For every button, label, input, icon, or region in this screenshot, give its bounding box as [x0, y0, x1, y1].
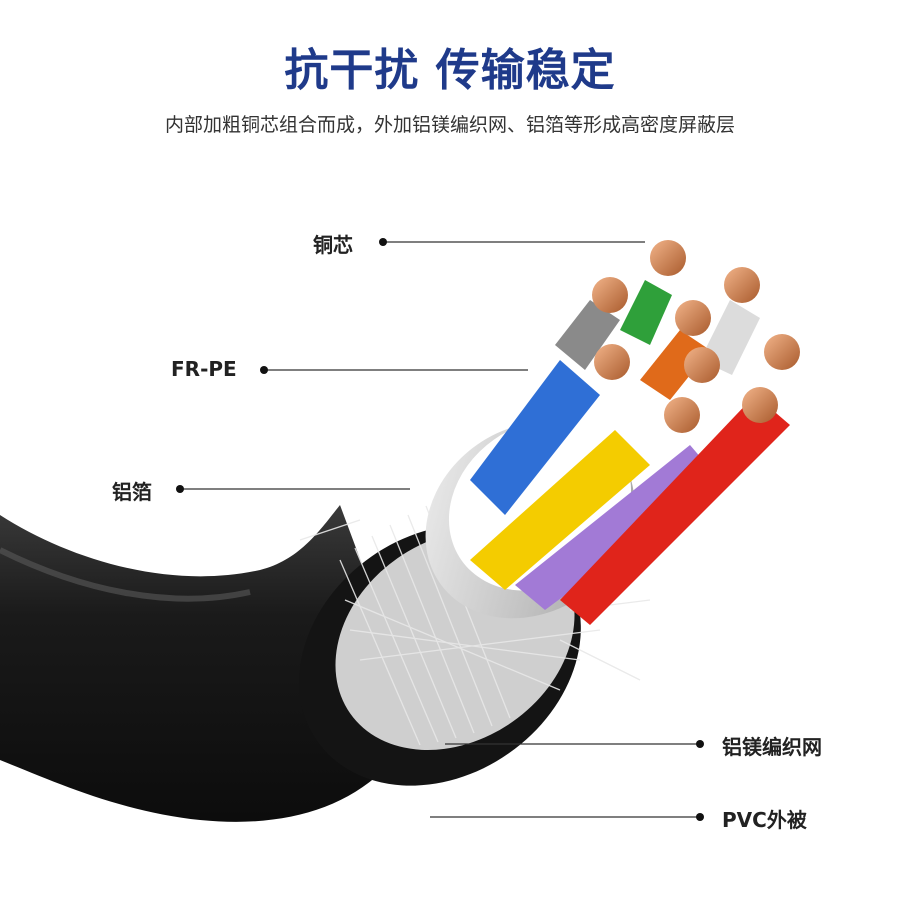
callout-label-pvc-jacket: PVC外被 — [722, 808, 807, 832]
callout-dot-aluminum-foil — [176, 485, 184, 493]
callout-label-braided-mesh: 铝镁编织网 — [722, 735, 822, 759]
callout-dot-pvc-jacket — [696, 813, 704, 821]
callout-dot-braided-mesh — [696, 740, 704, 748]
fr-pe-insulation — [470, 280, 790, 625]
callout-label-fr-pe: FR-PE — [171, 357, 237, 381]
callout-label-aluminum-foil: 铝箔 — [112, 480, 152, 504]
callout-lines — [180, 241, 700, 818]
callout-dots — [176, 238, 704, 821]
page-title: 抗干扰 传输稳定 — [284, 45, 616, 96]
page-subtitle: 内部加粗铜芯组合而成，外加铝镁编织网、铝箔等形成高密度屏蔽层 — [164, 114, 735, 136]
copper-cores — [592, 240, 800, 433]
callout-dot-fr-pe — [260, 366, 268, 374]
callout-label-copper-core: 铜芯 — [313, 233, 353, 257]
callout-dot-copper-core — [379, 238, 387, 246]
